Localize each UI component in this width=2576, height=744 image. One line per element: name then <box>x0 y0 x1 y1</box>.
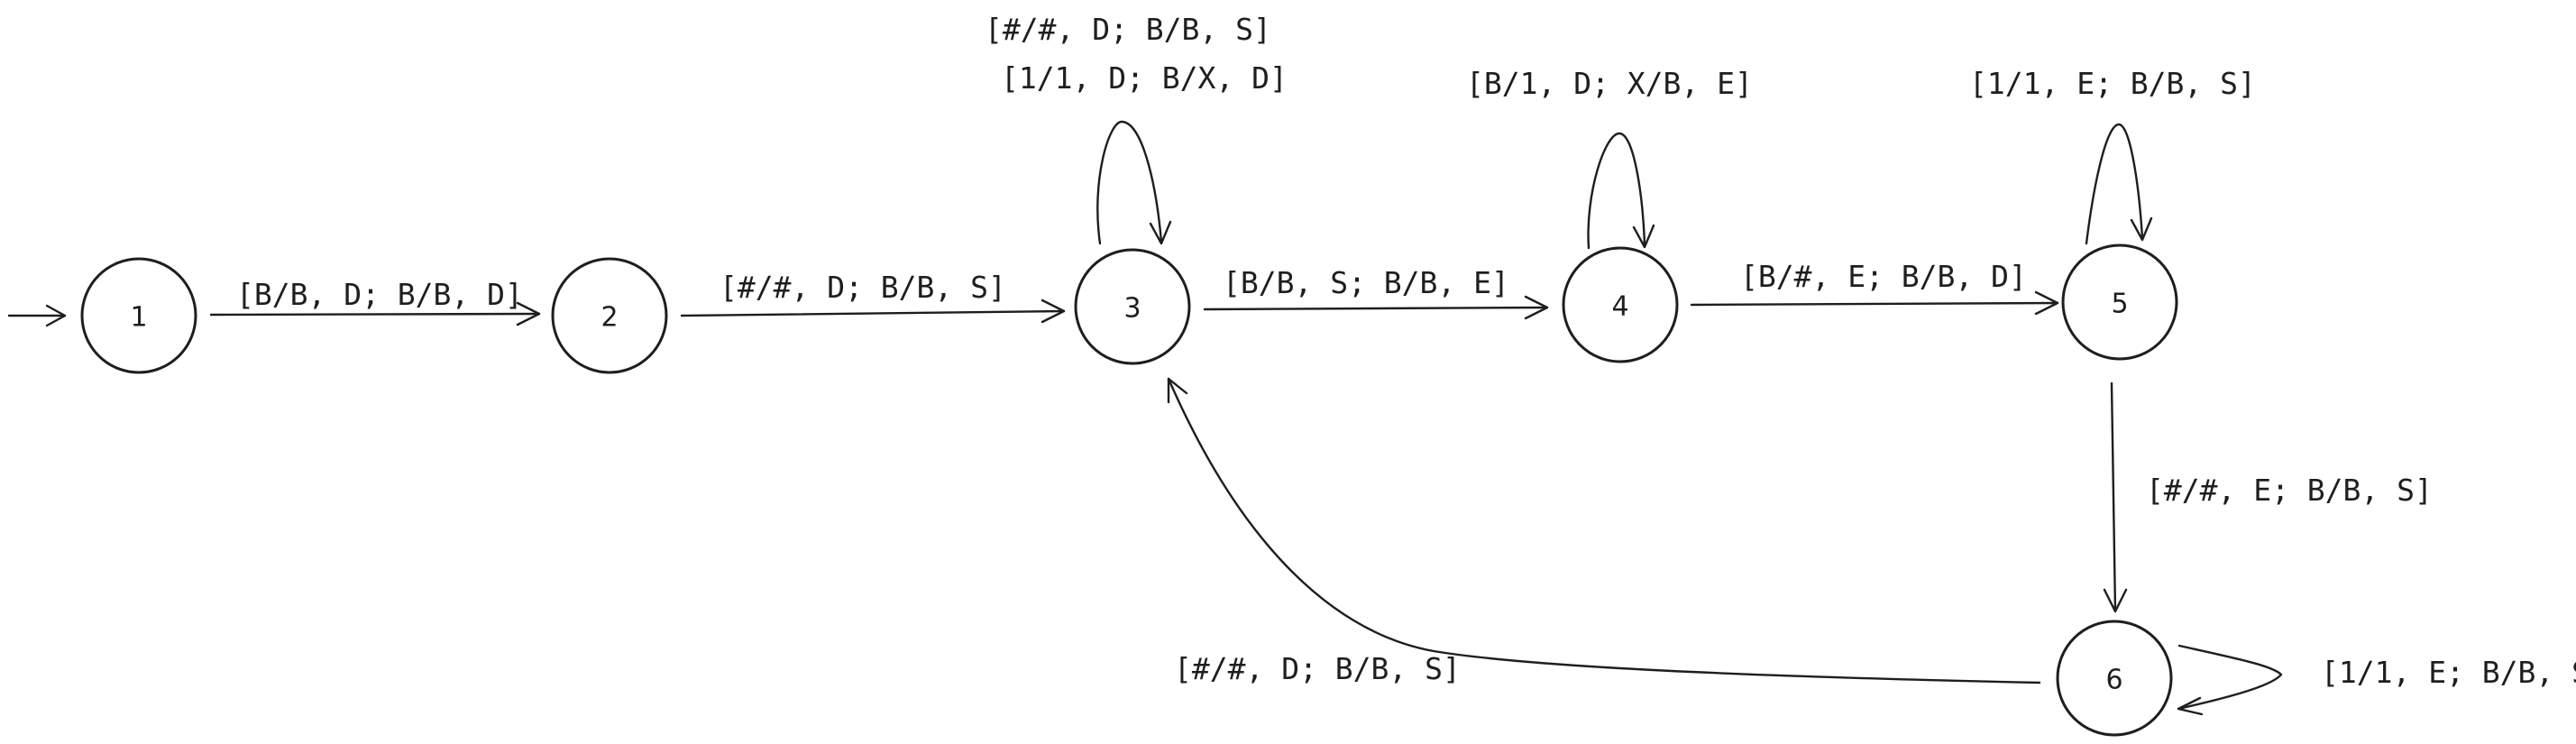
edge-label: [B/1, D; X/B, E] <box>1466 66 1753 101</box>
transition-6-3[interactable]: [#/#, D; B/B, S] <box>1167 377 2041 686</box>
edge-line <box>2177 644 2283 711</box>
transition-4-5[interactable]: [B/#, E; B/B, D] <box>1690 259 2059 316</box>
arrowhead <box>2103 588 2128 613</box>
state-label: 1 <box>130 302 147 334</box>
arrowhead <box>1040 299 1066 324</box>
state-2[interactable]: 2 <box>551 257 668 374</box>
start-arrow <box>7 304 67 327</box>
state-label: 5 <box>2111 289 2128 320</box>
edge-label: [B/#, E; B/B, D] <box>1740 259 2027 294</box>
state-1[interactable]: 1 <box>80 257 197 374</box>
edge-line <box>1690 301 2059 307</box>
state-circle <box>551 257 668 374</box>
edge-label: [#/#, E; B/B, S] <box>2146 473 2433 508</box>
arrowhead <box>1524 295 1549 320</box>
edge-line <box>1096 120 1163 245</box>
arrowhead <box>1149 220 1172 245</box>
edge-label: [1/1, D; B/X, D] <box>1001 60 1288 96</box>
state-circle <box>2061 243 2178 361</box>
arrowhead <box>516 301 541 326</box>
state-circle <box>80 257 197 374</box>
edge-line <box>2085 123 2144 245</box>
edge-line <box>1167 377 2041 684</box>
arrowhead <box>1632 224 1655 249</box>
state-circle <box>1074 248 1191 365</box>
edge-line <box>2110 381 2117 613</box>
edge-label: [1/1, E; B/B, S] <box>2321 655 2576 690</box>
edge-label: [#/#, D; B/B, S] <box>1174 651 1461 686</box>
state-6[interactable]: 6 <box>2056 620 2173 737</box>
transition-5-5[interactable]: [1/1, E; B/B, S] <box>1969 66 2256 245</box>
state-5[interactable]: 5 <box>2061 243 2178 361</box>
state-label: 6 <box>2105 665 2122 696</box>
state-4[interactable]: 4 <box>1562 246 1679 363</box>
state-label: 2 <box>600 302 618 334</box>
transition-2-3[interactable]: [#/#, D; B/B, S] <box>680 270 1066 324</box>
state-label: 3 <box>1123 293 1141 325</box>
arrowhead <box>2034 290 2059 316</box>
transition-3-4[interactable]: [B/B, S; B/B, E] <box>1203 265 1549 320</box>
state-circle <box>2056 620 2173 737</box>
edge-label: [#/#, D; B/B, S] <box>985 12 1271 47</box>
state-label: 4 <box>1611 291 1628 323</box>
state-circle <box>1562 246 1679 363</box>
edge-label: [B/B, D; B/B, D] <box>236 277 523 312</box>
edge-label: [1/1, E; B/B, S] <box>1969 66 2256 101</box>
edge-line <box>209 312 541 317</box>
transition-6-6[interactable]: [1/1, E; B/B, S] <box>2177 644 2576 716</box>
arrowhead <box>1167 377 1188 404</box>
arrowhead <box>2177 696 2204 716</box>
transition-4-4[interactable]: [B/1, D; X/B, E] <box>1466 66 1753 250</box>
edge-label: [#/#, D; B/B, S] <box>720 270 1006 305</box>
transition-5-6[interactable]: [#/#, E; B/B, S] <box>2103 381 2433 613</box>
edge-line <box>1203 306 1549 311</box>
transition-1-2[interactable]: [B/B, D; B/B, D] <box>209 277 541 326</box>
transition-3-3[interactable]: [#/#, D; B/B, S] [1/1, D; B/X, D] <box>985 12 1288 245</box>
edge-label: [B/B, S; B/B, E] <box>1223 265 1509 300</box>
state-3[interactable]: 3 <box>1074 248 1191 365</box>
edge-line <box>680 309 1066 317</box>
edge-line <box>1587 132 1646 250</box>
arrowhead <box>2130 216 2153 242</box>
